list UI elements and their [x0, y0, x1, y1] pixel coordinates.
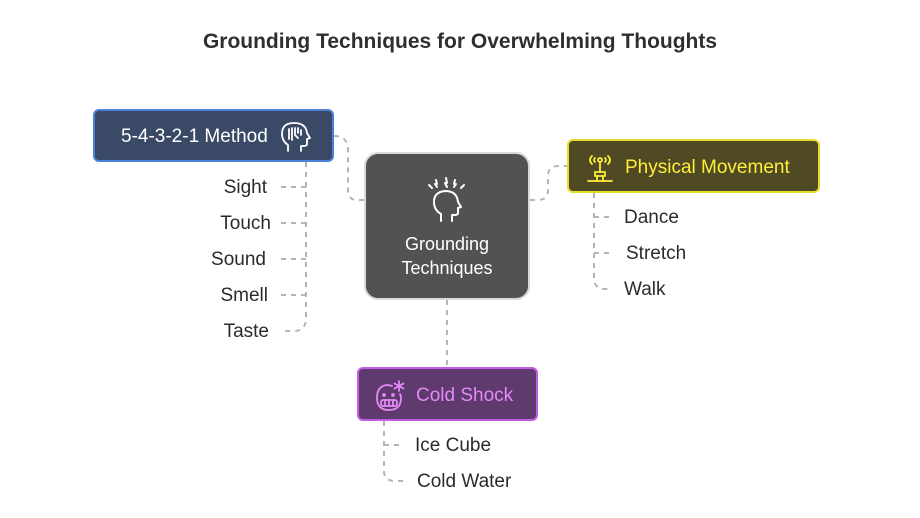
motion-sensor-icon	[587, 155, 613, 182]
leaf-smell: Smell	[220, 285, 268, 306]
branch-cold-label: Cold Shock	[416, 385, 514, 406]
cold-face-icon	[376, 380, 405, 411]
center-node: Grounding Techniques	[364, 152, 530, 300]
branch-method: 5-4-3-2-1 Method	[93, 109, 334, 162]
diagram-title: Grounding Techniques for Overwhelming Th…	[202, 30, 718, 53]
leaf-walk: Walk	[624, 279, 666, 300]
leaf-taste: Taste	[223, 321, 269, 342]
leaf-sound: Sound	[211, 249, 266, 270]
leaf-touch: Touch	[220, 213, 271, 234]
branch-method-label: 5-4-3-2-1 Method	[121, 126, 268, 147]
leaf-stretch: Stretch	[626, 243, 687, 264]
branch-cold-shock: Cold Shock	[357, 367, 538, 421]
leaf-ice-cube: Ice Cube	[415, 435, 492, 456]
leaf-sight: Sight	[223, 177, 267, 198]
branch-movement-label: Physical Movement	[625, 157, 790, 178]
leaf-dance: Dance	[624, 207, 679, 228]
leaf-cold-water: Cold Water	[417, 471, 512, 492]
head-stress-icon	[428, 177, 465, 222]
brain-icon	[281, 122, 311, 152]
center-label-line1: Grounding	[404, 234, 490, 254]
branch-movement: Physical Movement	[567, 139, 820, 193]
center-label-line2: Techniques	[401, 258, 493, 278]
